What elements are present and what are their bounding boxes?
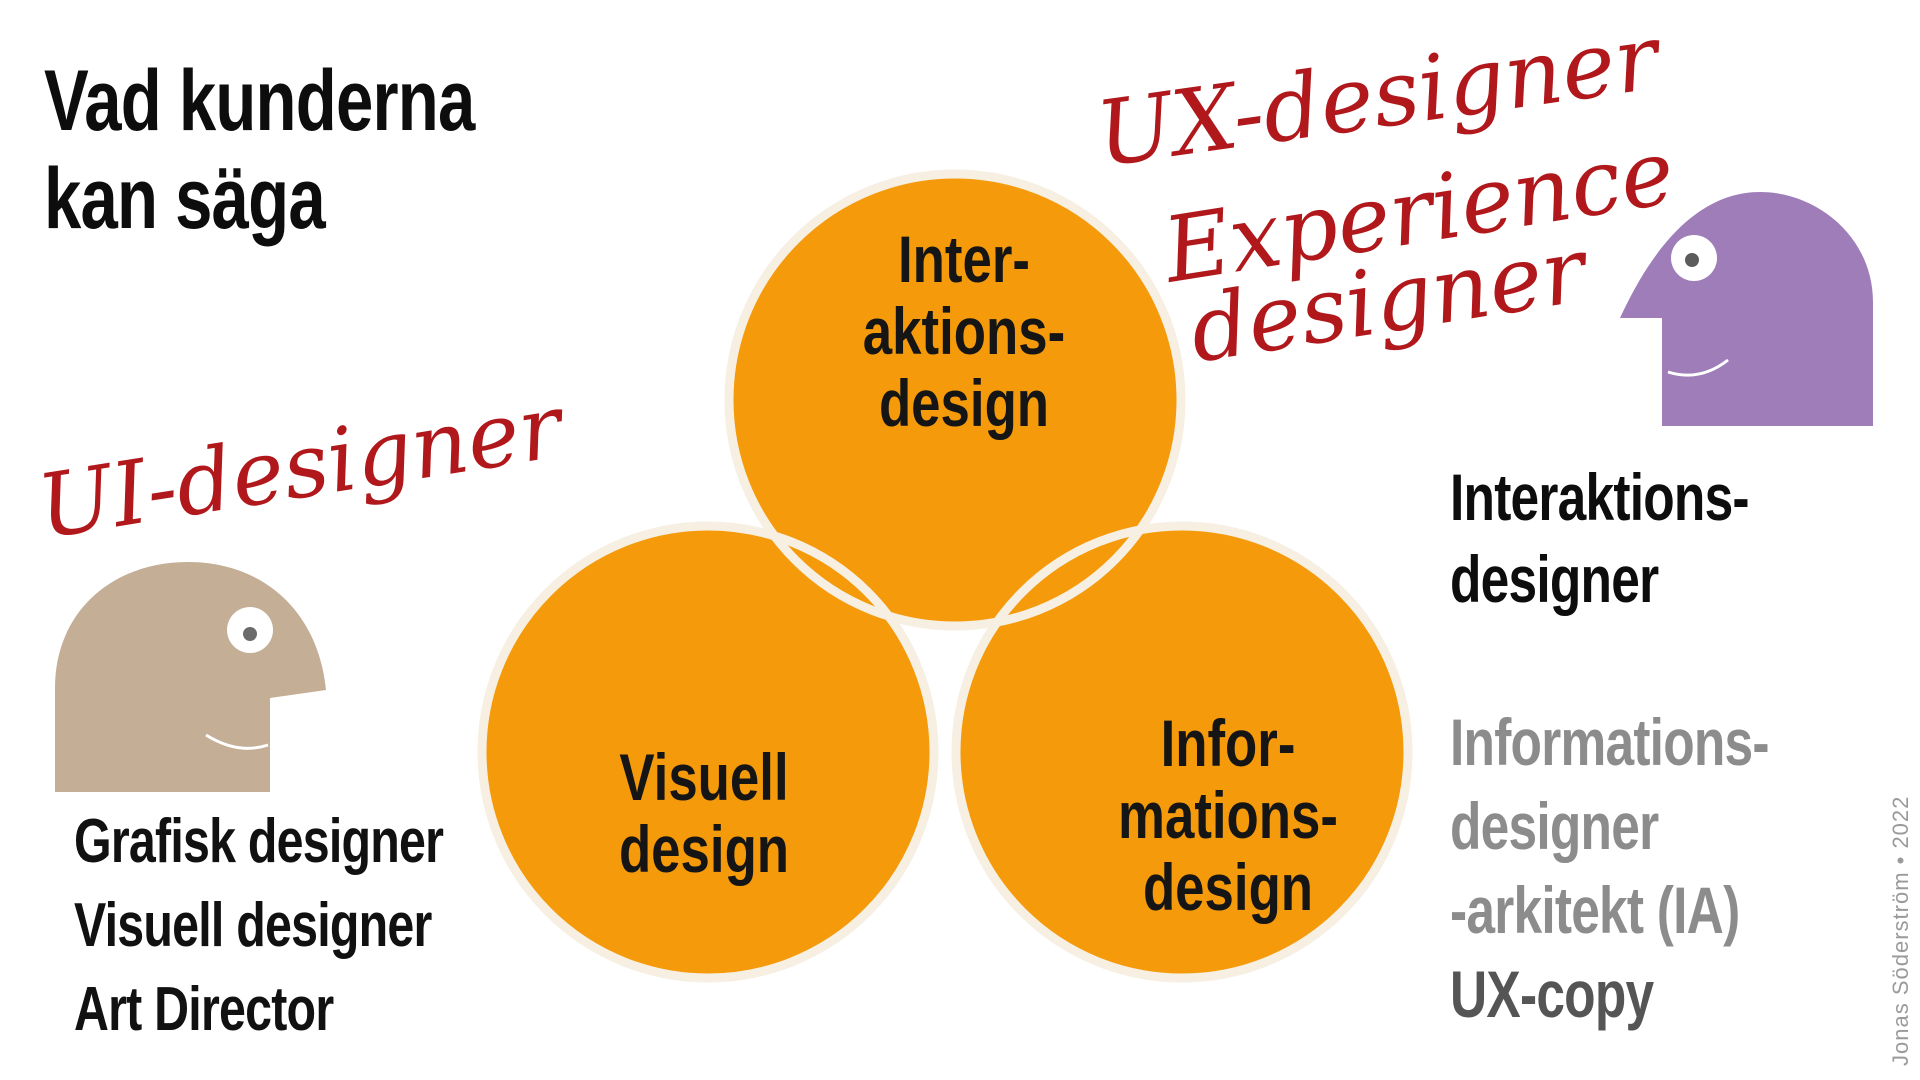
title-line-2: kan säga [44, 151, 326, 247]
credit-text: Jonas Söderström • 2022 [1888, 795, 1913, 1066]
person-head-icon [1620, 192, 1873, 426]
information-label-2: mations- [1118, 778, 1338, 852]
role-arkitekt: -arkitekt (IA) [1450, 873, 1740, 947]
information-label-3: design [1143, 850, 1313, 924]
role-interaktions: Interaktions- [1450, 460, 1750, 534]
role-visuell-designer: Visuell designer [74, 891, 432, 960]
interaction-roles-list: Interaktions- designer [1450, 456, 1750, 620]
circle-interaction-outline [724, 169, 1186, 631]
role-informations-designer: designer [1450, 789, 1659, 863]
circle-information-outline [951, 521, 1413, 983]
role-ux-copy: UX-copy [1450, 957, 1654, 1031]
role-interaktions-designer: designer [1450, 542, 1659, 616]
interaction-label-1: Inter- [898, 222, 1030, 296]
page-title: Vad kunderna kan säga [44, 52, 475, 248]
visual-label-2: design [619, 812, 789, 886]
circle-visuell-outline [477, 521, 939, 983]
visual-label-1: Visuell [619, 740, 788, 814]
graphic-roles-list: Grafisk designer Visuell designer Art Di… [74, 800, 444, 1052]
circle-visuell-fill [482, 526, 934, 978]
venn-circles [477, 169, 1413, 983]
title-line-1: Vad kunderna [44, 53, 475, 149]
ui-designer-handwritten: UI-designer [31, 374, 573, 559]
information-roles-list: Informations- designer -arkitekt (IA) UX… [1450, 700, 1770, 1036]
circle-interaction-fill [729, 174, 1181, 626]
circle-information-fill [956, 526, 1408, 978]
role-art-director: Art Director [74, 975, 334, 1044]
role-informations: Informations- [1450, 705, 1770, 779]
role-grafisk-designer: Grafisk designer [74, 807, 444, 876]
information-label-1: Infor- [1161, 706, 1296, 780]
interaction-label-3: design [879, 366, 1049, 440]
person-head-icon [55, 562, 326, 792]
interaction-label-2: aktions- [863, 294, 1065, 368]
